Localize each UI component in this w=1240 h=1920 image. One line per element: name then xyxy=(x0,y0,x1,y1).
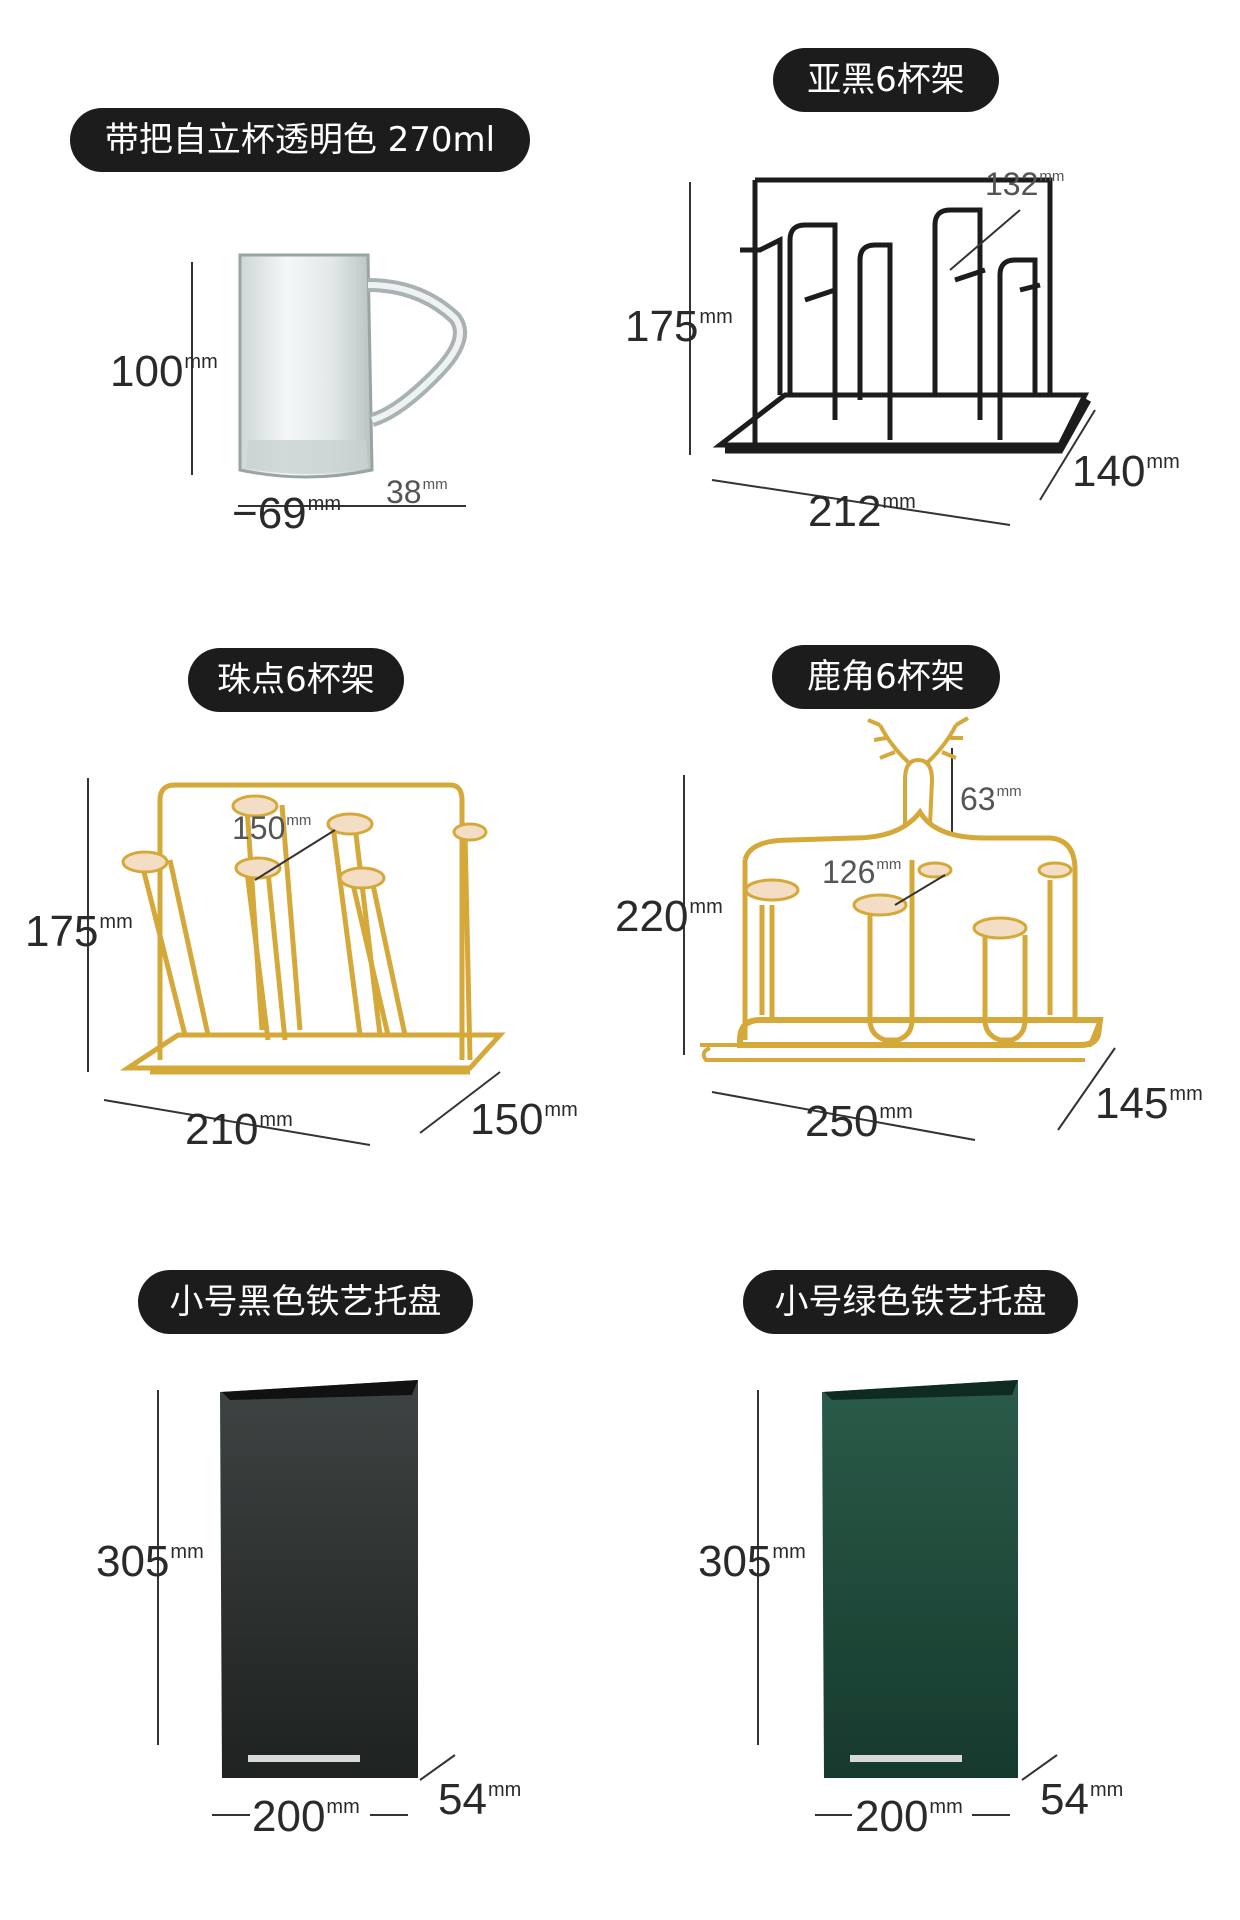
black-tray-height-label: 305mm xyxy=(96,1537,204,1586)
green-tray-height-label: 305mm xyxy=(698,1537,806,1586)
green-tray-illustration xyxy=(757,1380,1058,1816)
black-rack-title-pill: 亚黑6杯架 xyxy=(773,48,999,112)
green-tray-depth-label: 54mm xyxy=(1040,1775,1124,1824)
cup-handle-label: 38mm xyxy=(386,474,448,510)
black-rack-spacing-label: 132mm xyxy=(985,166,1065,202)
dot-rack-height-label: 175mm xyxy=(25,907,133,956)
glass-cup-illustration xyxy=(191,253,467,507)
cup-width-label: −69mm xyxy=(232,489,341,538)
deer-rack-top-label: 63mm xyxy=(960,781,1022,817)
green-tray-title-pill: 小号绿色铁艺托盘 xyxy=(743,1270,1078,1334)
green-tray-width-label: 200mm xyxy=(855,1792,963,1841)
deer-rack-height-label: 220mm xyxy=(615,892,723,941)
deer-rack-spacing-label: 126mm xyxy=(822,854,902,890)
dot-rack-depth-label: 150mm xyxy=(470,1095,578,1144)
dot-rack-width-label: 210mm xyxy=(185,1105,293,1154)
black-tray-depth-label: 54mm xyxy=(438,1775,522,1824)
dot-rack-title-pill: 珠点6杯架 xyxy=(188,648,404,712)
black-tray-title-pill: 小号黑色铁艺托盘 xyxy=(138,1270,473,1334)
gold-dot-cup-rack-illustration xyxy=(87,778,506,1146)
cup-title-pill: 带把自立杯透明色 270ml xyxy=(70,108,530,172)
deer-rack-width-label: 250mm xyxy=(805,1097,913,1146)
deer-rack-title-pill: 鹿角6杯架 xyxy=(772,645,1000,709)
deer-rack-depth-label: 145mm xyxy=(1095,1079,1203,1128)
dot-rack-spacing-label: 150mm xyxy=(232,810,312,846)
black-tray-width-label: 200mm xyxy=(252,1792,360,1841)
cup-height-label: 100mm xyxy=(110,347,218,396)
black-rack-height-label: 175mm xyxy=(625,302,733,351)
black-tray-illustration xyxy=(157,1380,456,1816)
black-rack-depth-label: 140mm xyxy=(1072,447,1180,496)
black-rack-width-label: 212mm xyxy=(808,487,916,536)
black-cup-rack-illustration xyxy=(689,177,1096,526)
deer-antler-cup-rack-illustration xyxy=(683,716,1116,1141)
